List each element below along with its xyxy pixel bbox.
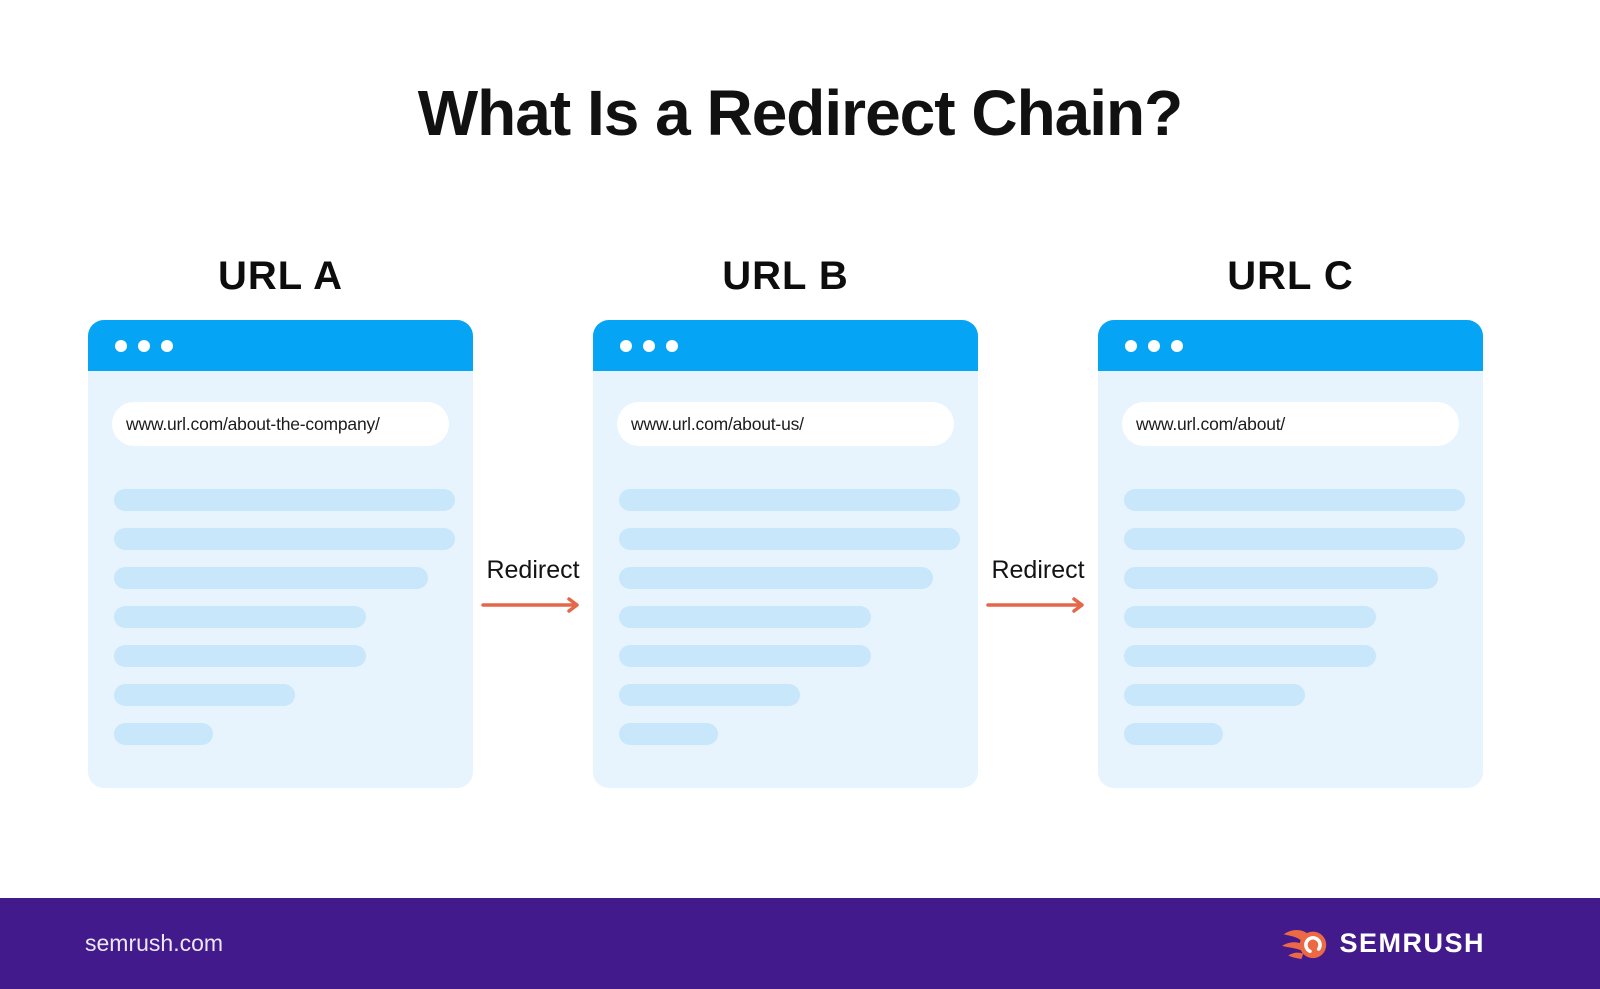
skeleton-text-line [619,645,872,667]
window-dot-icon [666,339,678,352]
url-label-a: URL A [218,254,343,298]
url-text: www.url.com/about-us/ [631,413,804,434]
skeleton-text-line [114,489,455,511]
window-dot-icon [1125,339,1137,352]
skeleton-text-line [619,606,872,628]
browser-header [88,320,473,371]
skeleton-content [114,489,455,745]
url-text: www.url.com/about-the-company/ [126,413,380,434]
skeleton-text-line [1124,567,1438,589]
redirect-arrow-icon [481,597,579,613]
skeleton-text-line [619,723,718,745]
footer-bar: semrush.com SEMRUSH [0,898,1600,989]
skeleton-text-line [114,606,367,628]
skeleton-text-line [1124,606,1377,628]
semrush-logo-icon [1282,929,1327,959]
skeleton-text-line [114,684,295,706]
skeleton-content [1124,489,1465,745]
skeleton-text-line [1124,723,1223,745]
redirect-label: Redirect [486,556,580,584]
skeleton-text-line [1124,528,1465,550]
skeleton-text-line [619,684,800,706]
window-dot-icon [620,339,632,352]
browser-column-b: URL B www.url.com/about-us/ [593,254,978,788]
window-dot-icon [1171,339,1183,352]
redirect-connector-2: Redirect [978,254,1098,613]
browser-window-b: www.url.com/about-us/ [593,320,978,788]
url-label-b: URL B [722,254,849,298]
browser-header [593,320,978,371]
window-dot-icon [161,339,173,352]
browser-window-a: www.url.com/about-the-company/ [88,320,473,788]
redirect-chain-diagram: URL A www.url.com/about-the-company/ Red… [0,254,1600,788]
window-dot-icon [138,339,150,352]
semrush-logo-text: SEMRUSH [1339,928,1485,958]
skeleton-text-line [114,567,428,589]
skeleton-text-line [619,528,960,550]
footer-site-url: semrush.com [85,930,224,956]
url-label-c: URL C [1227,254,1354,298]
redirect-label: Redirect [991,556,1085,584]
window-dot-icon [643,339,655,352]
skeleton-content [619,489,960,745]
url-bar: www.url.com/about-us/ [617,402,954,446]
window-dot-icon [1148,339,1160,352]
browser-body: www.url.com/about-the-company/ [88,402,473,745]
skeleton-text-line [619,489,960,511]
browser-body: www.url.com/about-us/ [593,402,978,745]
browser-window-c: www.url.com/about/ [1098,320,1483,788]
url-bar: www.url.com/about-the-company/ [112,402,449,446]
url-text: www.url.com/about/ [1136,413,1286,434]
window-dot-icon [115,339,127,352]
browser-header [1098,320,1483,371]
url-bar: www.url.com/about/ [1122,402,1459,446]
skeleton-text-line [114,645,367,667]
skeleton-text-line [1124,645,1377,667]
skeleton-text-line [114,723,213,745]
redirect-arrow-icon [986,597,1084,613]
redirect-connector-1: Redirect [473,254,593,613]
semrush-logo: SEMRUSH [1282,926,1485,962]
skeleton-text-line [1124,489,1465,511]
browser-column-a: URL A www.url.com/about-the-company/ [88,254,473,788]
skeleton-text-line [619,567,933,589]
skeleton-text-line [114,528,455,550]
page-title: What Is a Redirect Chain? [417,77,1183,149]
browser-body: www.url.com/about/ [1098,402,1483,745]
browser-column-c: URL C www.url.com/about/ [1098,254,1483,788]
skeleton-text-line [1124,684,1305,706]
